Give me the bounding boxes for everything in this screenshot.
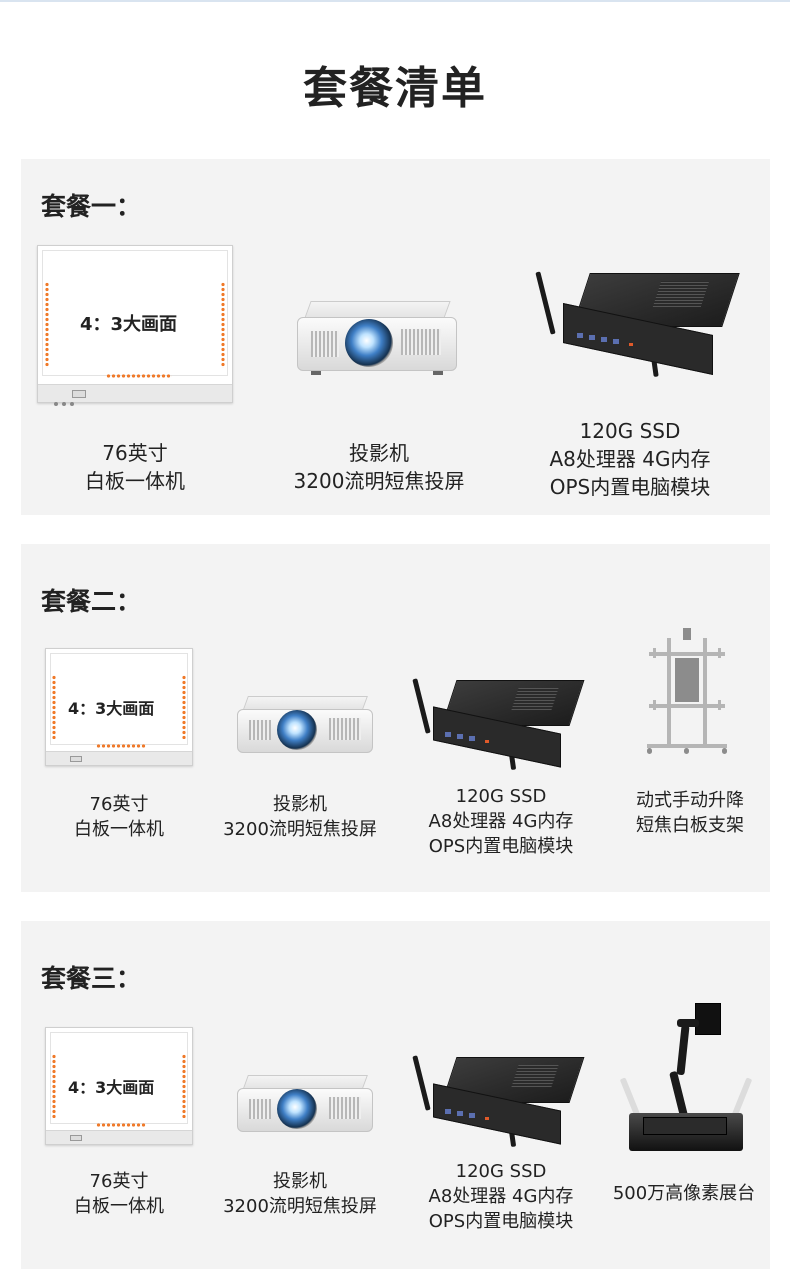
- caption-line: A8处理器 4G内存: [428, 1186, 574, 1208]
- package-title: 套餐二：: [41, 587, 142, 616]
- projector-icon: [237, 696, 373, 758]
- caption-line: 76英寸: [89, 794, 149, 815]
- caption-line: 白板一体机: [74, 1196, 164, 1218]
- ops-item: 120G SSD A8处理器 4G内存 OPS内置电脑模块: [401, 1027, 601, 1247]
- whiteboard-icon: 4：3大画面: [37, 245, 233, 406]
- whiteboard-icon: 4：3大画面: [45, 648, 193, 766]
- caption-line: 动式手动升降: [636, 790, 744, 811]
- ops-computer-icon: [411, 1051, 585, 1161]
- caption-line: 短焦白板支架: [636, 815, 744, 837]
- whiteboard-item: 4：3大画面 76英寸 白板一体机: [35, 245, 235, 505]
- projector-icon: [297, 301, 457, 377]
- caption-line: 120G SSD: [455, 786, 547, 807]
- caption-line: 投影机: [349, 441, 409, 465]
- caption-line: A8处理器 4G内存: [428, 811, 574, 833]
- caption-line: OPS内置电脑模块: [549, 475, 711, 499]
- stand-item: 动式手动升降 短焦白板支架: [615, 628, 765, 868]
- caption-line: A8处理器 4G内存: [549, 447, 711, 471]
- caption-line: 白板一体机: [85, 469, 185, 493]
- document-camera-icon: [619, 1001, 753, 1153]
- projector-item: 投影机 3200流明短焦投屏: [269, 245, 489, 505]
- ops-item: 120G SSD A8处理器 4G内存 OPS内置电脑模块: [401, 648, 601, 868]
- caption-line: OPS内置电脑模块: [428, 1211, 574, 1233]
- package-2: 套餐二： 4：3大画面 76英寸 白板一体机 投影机 3200流: [21, 544, 770, 892]
- screen-label: 4：3大画面: [80, 314, 178, 335]
- projector-item: 投影机 3200流明短焦投屏: [211, 1027, 389, 1237]
- caption-line: 3200流明短焦投屏: [293, 469, 465, 493]
- package-3: 套餐三： 4：3大画面 76英寸 白板一体机 投影机 3200流: [21, 921, 770, 1269]
- whiteboard-item: 4：3大画面 76英寸 白板一体机: [39, 1027, 199, 1237]
- caption-line: 76英寸: [89, 1171, 149, 1192]
- screen-label: 4：3大画面: [68, 699, 155, 718]
- whiteboard-icon: 4：3大画面: [45, 1027, 193, 1145]
- caption-line: OPS内置电脑模块: [428, 836, 574, 858]
- screen-label: 4：3大画面: [68, 1078, 155, 1097]
- whiteboard-item: 4：3大画面 76英寸 白板一体机: [39, 648, 199, 858]
- caption-line: 白板一体机: [74, 819, 164, 841]
- caption-line: 投影机: [273, 794, 327, 815]
- package-1: 套餐一： 4：3大画面 76英寸 白板一体机: [21, 159, 770, 515]
- visualizer-item: 500万高像素展台: [599, 1001, 769, 1241]
- caption-line: 76英寸: [102, 441, 168, 465]
- page-title: 套餐清单: [303, 63, 487, 114]
- package-title: 套餐一：: [41, 192, 142, 221]
- caption-line: 500万高像素展台: [612, 1183, 756, 1204]
- projector-icon: [237, 1075, 373, 1137]
- caption-line: 120G SSD: [579, 419, 681, 443]
- projector-item: 投影机 3200流明短焦投屏: [211, 648, 389, 858]
- caption-line: 120G SSD: [455, 1161, 547, 1182]
- package-title: 套餐三：: [41, 964, 142, 993]
- caption-line: 3200流明短焦投屏: [223, 819, 377, 841]
- caption-line: 投影机: [273, 1171, 327, 1192]
- ops-computer-icon: [411, 674, 585, 784]
- top-divider: [0, 0, 790, 2]
- ops-item: 120G SSD A8处理器 4G内存 OPS内置电脑模块: [519, 245, 741, 505]
- caption-line: 3200流明短焦投屏: [223, 1196, 377, 1218]
- ops-computer-icon: [535, 265, 740, 395]
- mobile-stand-icon: [645, 628, 729, 762]
